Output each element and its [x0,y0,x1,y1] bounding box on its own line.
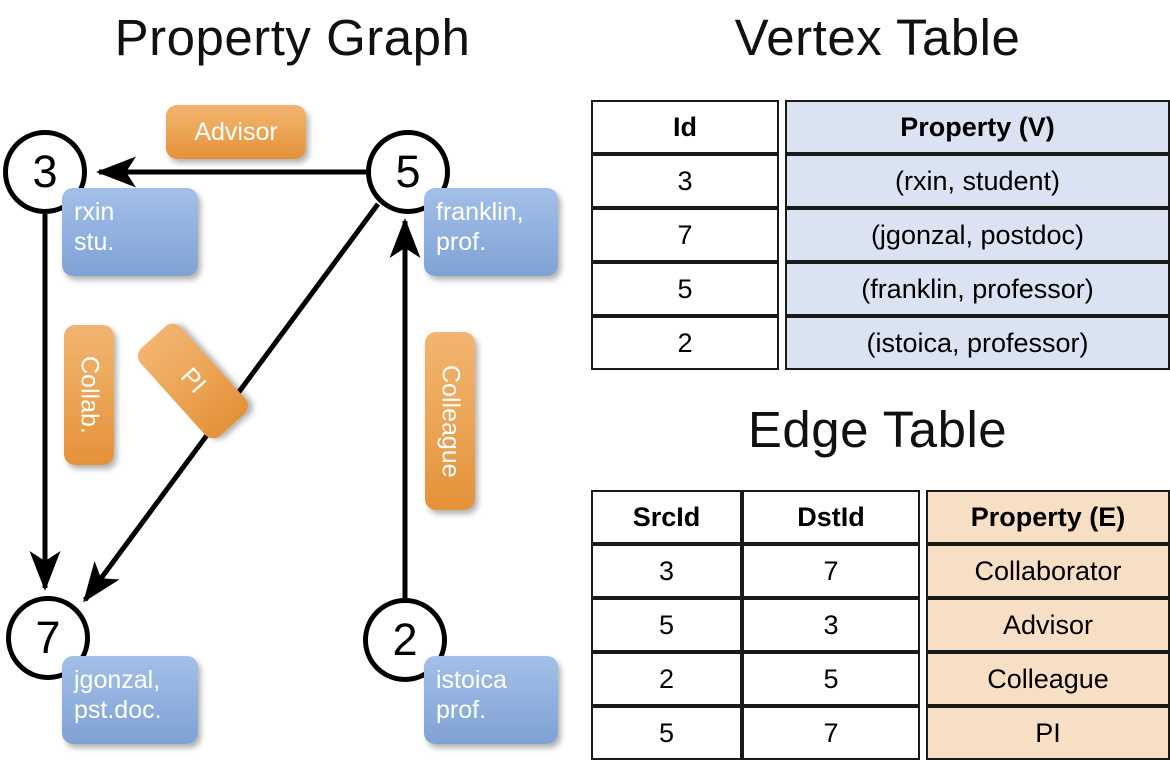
table-header-row: SrcId DstId Property (E) [591,490,1170,544]
edge-cell-srcid: 2 [591,652,742,706]
column-gap [920,544,926,598]
page-title-property-graph: Property Graph [114,9,471,66]
edge-cell-srcid: 5 [591,706,742,760]
edge-cell-dstid: 5 [742,652,920,706]
table-row[interactable]: 3 (rxin, student) [591,154,1170,208]
edge-cell-property: PI [926,706,1170,760]
vertex-cell-id: 7 [591,208,779,262]
table-row[interactable]: 2 5 Colleague [591,652,1170,706]
column-gap [920,652,926,706]
table-row[interactable]: 2 (istoica, professor) [591,316,1170,370]
vertex-cell-property: (jgonzal, postdoc) [785,208,1170,262]
edge-cell-property: Advisor [926,598,1170,652]
vertex-header-id: Id [591,100,779,154]
node-property-line: prof. [436,227,487,256]
edge-cell-property: Collaborator [926,544,1170,598]
edge-cell-srcid: 5 [591,598,742,652]
node-property-line: jgonzal, [74,666,161,694]
edge-cell-dstid: 7 [742,706,920,760]
vertex-header-property: Property (V) [785,100,1170,154]
vertex-table: Id Property (V) 3 (rxin, student) 7 (jgo… [591,100,1170,370]
graph-node-2[interactable]: 2 [363,598,447,682]
edge-cell-dstid: 7 [742,544,920,598]
node-property-box-3: rxin stu. [62,188,198,276]
node-property-line: rxin [74,198,115,226]
node-property-line: stu. [74,227,115,256]
column-gap [920,490,926,544]
edge-cell-dstid: 3 [742,598,920,652]
node-property-line: pst.doc. [74,695,162,724]
vertex-cell-id: 3 [591,154,779,208]
table-row[interactable]: 7 (jgonzal, postdoc) [591,208,1170,262]
column-gap [779,262,785,316]
vertex-cell-id: 2 [591,316,779,370]
column-gap [779,154,785,208]
column-gap [920,598,926,652]
property-graph-diagram: 3 5 7 2 rxin stu. franklin, prof. jgonza… [3,105,558,744]
table-row[interactable]: 5 (franklin, professor) [591,262,1170,316]
edge-table: SrcId DstId Property (E) 3 7 Collaborato… [591,490,1170,760]
edge-header-srcid: SrcId [591,490,742,544]
vertex-cell-id: 5 [591,262,779,316]
edge-header-property: Property (E) [926,490,1170,544]
page-title-vertex-table: Vertex Table [734,9,1021,66]
table-header-row: Id Property (V) [591,100,1170,154]
column-gap [779,100,785,154]
node-property-line: istoica [436,666,507,694]
edge-label-advisor: Advisor [166,105,306,159]
column-gap [779,208,785,262]
table-row[interactable]: 5 3 Advisor [591,598,1170,652]
column-gap [779,316,785,370]
edge-cell-srcid: 3 [591,544,742,598]
node-property-box-2: istoica prof. [424,656,558,744]
vertex-table-grid: Id Property (V) 3 (rxin, student) 7 (jgo… [591,100,1170,370]
column-gap [920,706,926,760]
table-row[interactable]: 3 7 Collaborator [591,544,1170,598]
edge-cell-property: Colleague [926,652,1170,706]
graph-node-5[interactable]: 5 [366,130,450,214]
edge-table-grid: SrcId DstId Property (E) 3 7 Collaborato… [591,490,1170,760]
vertex-cell-property: (rxin, student) [785,154,1170,208]
edge-label-colleague: Colleague [425,332,475,510]
vertex-cell-property: (franklin, professor) [785,262,1170,316]
node-property-line: franklin, [436,198,524,226]
page-title-edge-table: Edge Table [747,401,1008,458]
node-property-line: prof. [436,695,487,724]
table-row[interactable]: 5 7 PI [591,706,1170,760]
node-property-box-5: franklin, prof. [424,188,558,276]
vertex-cell-property: (istoica, professor) [785,316,1170,370]
edge-header-dstid: DstId [742,490,920,544]
edge-label-collab: Collab. [64,325,114,465]
node-property-box-7: jgonzal, pst.doc. [62,656,198,744]
